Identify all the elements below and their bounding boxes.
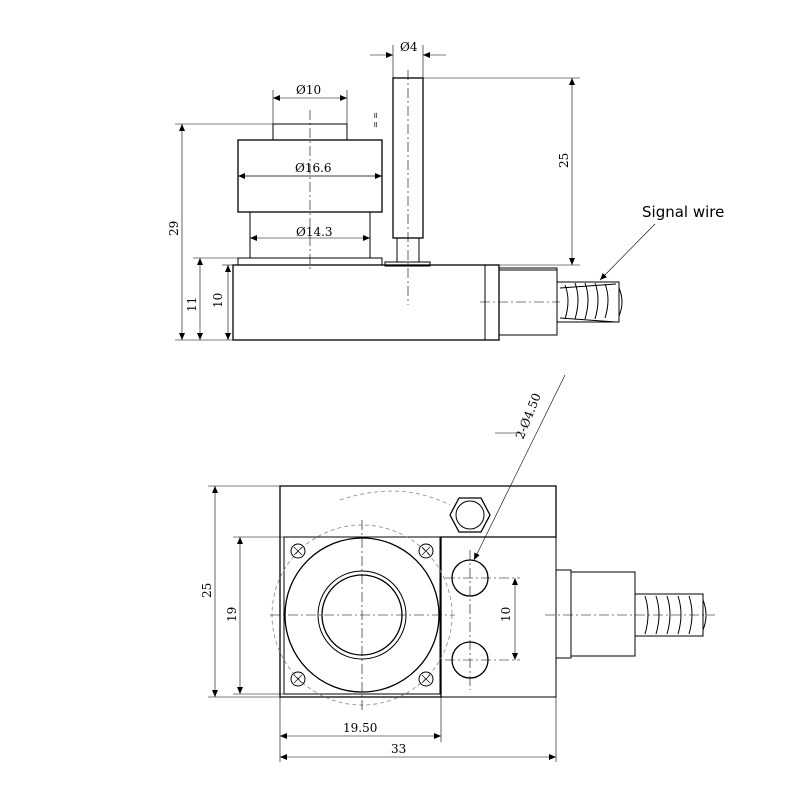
dim-w19: 19: [225, 607, 239, 622]
dim-d10: Ø10: [296, 83, 321, 97]
svg-text:= =: = =: [371, 112, 380, 128]
dim-d4: Ø4: [400, 40, 418, 54]
dim-w25: 25: [200, 583, 214, 598]
hex-nut: [449, 497, 491, 533]
base-block: [232, 264, 500, 341]
dim-l19-50: 19.50: [343, 721, 377, 735]
dim-h29: 29: [167, 221, 181, 236]
dim-l33: 33: [391, 742, 406, 756]
dim-s10: 10: [499, 607, 513, 622]
square-flange: [283, 536, 441, 695]
corner-holes: [290, 543, 434, 687]
dim-holes: 2-Ø4.50: [513, 391, 544, 441]
cable-gland: [556, 281, 623, 323]
top-view: 10 2-Ø4.50 25 19 19.50 33: [200, 374, 715, 762]
signal-wire-label: Signal wire: [642, 203, 724, 221]
dim-d14-3: Ø14.3: [296, 225, 333, 239]
cable-boss: [498, 267, 558, 336]
dim-h11: 11: [185, 297, 199, 312]
side-view: Ø4 Ø10 Ø16.6 Ø14.3 25 = = 29 11 10: [167, 40, 724, 341]
dim-h25: 25: [557, 153, 571, 168]
dim-h10: 10: [211, 293, 225, 308]
dim-d16-6: Ø16.6: [295, 161, 332, 175]
cable-boss-top: [555, 569, 572, 659]
body-outline: [279, 485, 557, 698]
